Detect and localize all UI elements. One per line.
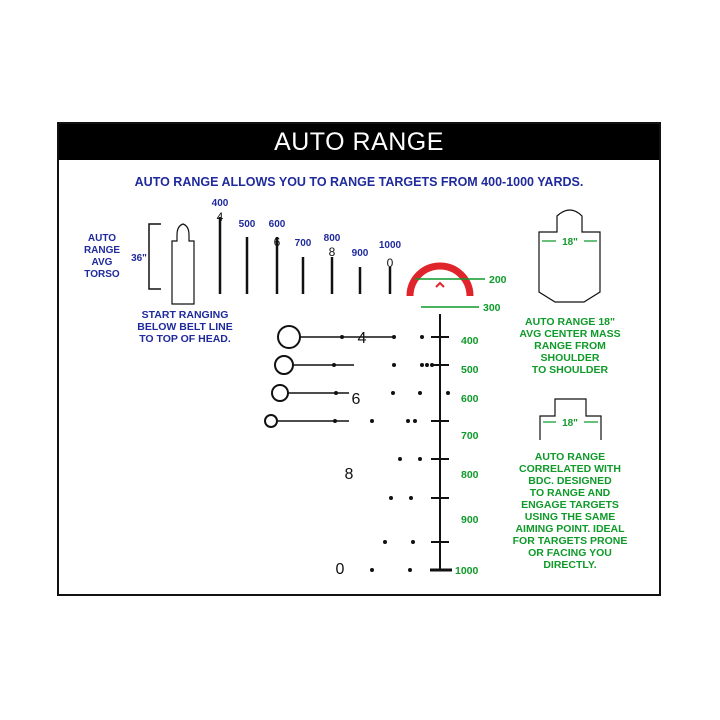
reticle-diagram: AUTO RANGE ALLOWS YOU TO RANGE TARGETS F… — [84, 175, 628, 578]
reticle-digit-label: 8 — [345, 466, 354, 483]
holdover-dot — [334, 391, 338, 395]
holdover-dot — [383, 540, 387, 544]
prone-target-silhouette — [539, 398, 602, 440]
prone-note-line: CORRELATED WITH — [519, 463, 621, 475]
holdover-dot — [418, 391, 422, 395]
holdover-dot — [391, 391, 395, 395]
torso-label: AUTO RANGE AVG TORSO — [84, 233, 120, 280]
prone-note-line: USING THE SAME — [525, 511, 615, 523]
prone-width-label-bg — [556, 416, 584, 429]
bdc-mark-label: 400 — [461, 335, 479, 347]
prone-note-line: DIRECTLY. — [543, 559, 596, 571]
range-bar-yards-label: 700 — [295, 238, 312, 249]
center-mass-note-line: RANGE FROM — [534, 340, 606, 352]
holdover-dot — [418, 457, 422, 461]
holdover-dot — [392, 335, 396, 339]
holdover-dot — [420, 363, 424, 367]
holdover-dot — [398, 457, 402, 461]
horseshoe-arc — [406, 262, 474, 297]
subtitle: AUTO RANGE ALLOWS YOU TO RANGE TARGETS F… — [135, 175, 584, 189]
torso-target-silhouette — [171, 223, 195, 305]
horseshoe-mark-label: 200 — [489, 274, 507, 286]
holdover-dot — [406, 419, 410, 423]
prone-note-line: AUTO RANGE — [535, 451, 605, 463]
center-mass-width-label: 18" — [562, 237, 578, 248]
torso-height-bracket — [148, 223, 161, 290]
ranging-note-line: BELOW BELT LINE — [137, 321, 232, 333]
prone-width-label: 18" — [562, 418, 578, 429]
center-mass-note-line: AVG CENTER MASS — [519, 328, 620, 340]
prone-note-line: OR FACING YOU — [528, 547, 612, 559]
ranging-circle — [264, 414, 278, 428]
torso-label-line: AVG — [92, 257, 113, 268]
range-bar-yards-label: 400 — [212, 198, 229, 209]
holdover-dot — [370, 419, 374, 423]
center-mass-note-line: AUTO RANGE 18" — [525, 316, 615, 328]
range-bar-yards-label: 600 — [269, 219, 286, 230]
chevron-up-icon — [435, 281, 445, 288]
holdover-dot — [420, 335, 424, 339]
torso-label-line: TORSO — [84, 269, 120, 280]
prone-note-line: ENGAGE TARGETS — [521, 499, 619, 511]
range-bar-yards-label: 800 — [324, 233, 341, 244]
holdover-dot — [340, 335, 344, 339]
bdc-mark-label: 1000 — [455, 565, 479, 577]
holdover-dot — [333, 419, 337, 423]
holdover-dot — [411, 540, 415, 544]
holdover-dot — [408, 568, 412, 572]
reticle-digit-label: 0 — [336, 561, 345, 578]
horseshoe-reticle: 200 300 — [406, 262, 507, 314]
range-bar-yards-label: 500 — [239, 219, 256, 230]
prone-note-line: TO RANGE AND — [530, 487, 611, 499]
ranging-circle — [271, 384, 289, 402]
holdover-dot — [392, 363, 396, 367]
bdc-row-group: 400 500 600 700 800 900 1000 — [264, 325, 479, 577]
prone-note-line: AIMING POINT. IDEAL — [515, 523, 625, 535]
bdc-mark-label: 600 — [461, 393, 479, 405]
prone-note-line: FOR TARGETS PRONE — [513, 535, 628, 547]
page-title: AUTO RANGE — [274, 128, 444, 156]
ranging-circle — [277, 325, 301, 349]
auto-range-panel: AUTO RANGE AUTO RANGE ALLOWS YOU TO RANG… — [57, 122, 661, 596]
center-mass-note-line: TO SHOULDER — [532, 364, 609, 376]
bdc-mark-label: 500 — [461, 364, 479, 376]
torso-label-line: RANGE — [84, 245, 120, 256]
ranging-note-line: TO TOP OF HEAD. — [139, 333, 231, 345]
holdover-dot — [425, 363, 429, 367]
center-mass-target-silhouette — [538, 209, 601, 303]
torso-height-label: 36" — [131, 253, 147, 264]
bdc-mark-label: 800 — [461, 469, 479, 481]
range-bar-group: 400 4 500 600 6 700 800 8 900 1000 0 — [212, 198, 402, 294]
range-bar-yards-label: 1000 — [379, 240, 402, 251]
title-bar: AUTO RANGE — [59, 124, 659, 160]
horseshoe-mark-label: 300 — [483, 302, 501, 314]
bdc-mark-label: 700 — [461, 430, 479, 442]
holdover-dot — [389, 496, 393, 500]
range-bar-yards-label: 900 — [352, 248, 369, 259]
reticle-digit-label: 6 — [352, 391, 361, 408]
center-mass-note-line: SHOULDER — [541, 352, 600, 364]
reticle-digit-label: 4 — [358, 330, 367, 347]
holdover-dot — [370, 568, 374, 572]
prone-note-line: BDC. DESIGNED — [528, 475, 612, 487]
ranging-note-line: START RANGING — [142, 309, 229, 321]
holdover-dot — [332, 363, 336, 367]
center-mass-width-label-bg — [556, 234, 584, 247]
holdover-dot — [409, 496, 413, 500]
range-bar-digit-label: 8 — [329, 245, 336, 259]
bdc-mark-label: 900 — [461, 514, 479, 526]
holdover-dot — [446, 391, 450, 395]
torso-label-line: AUTO — [88, 233, 116, 244]
holdover-dot — [413, 419, 417, 423]
range-bar-digit-label: 0 — [387, 256, 394, 270]
ranging-circle — [274, 355, 294, 375]
